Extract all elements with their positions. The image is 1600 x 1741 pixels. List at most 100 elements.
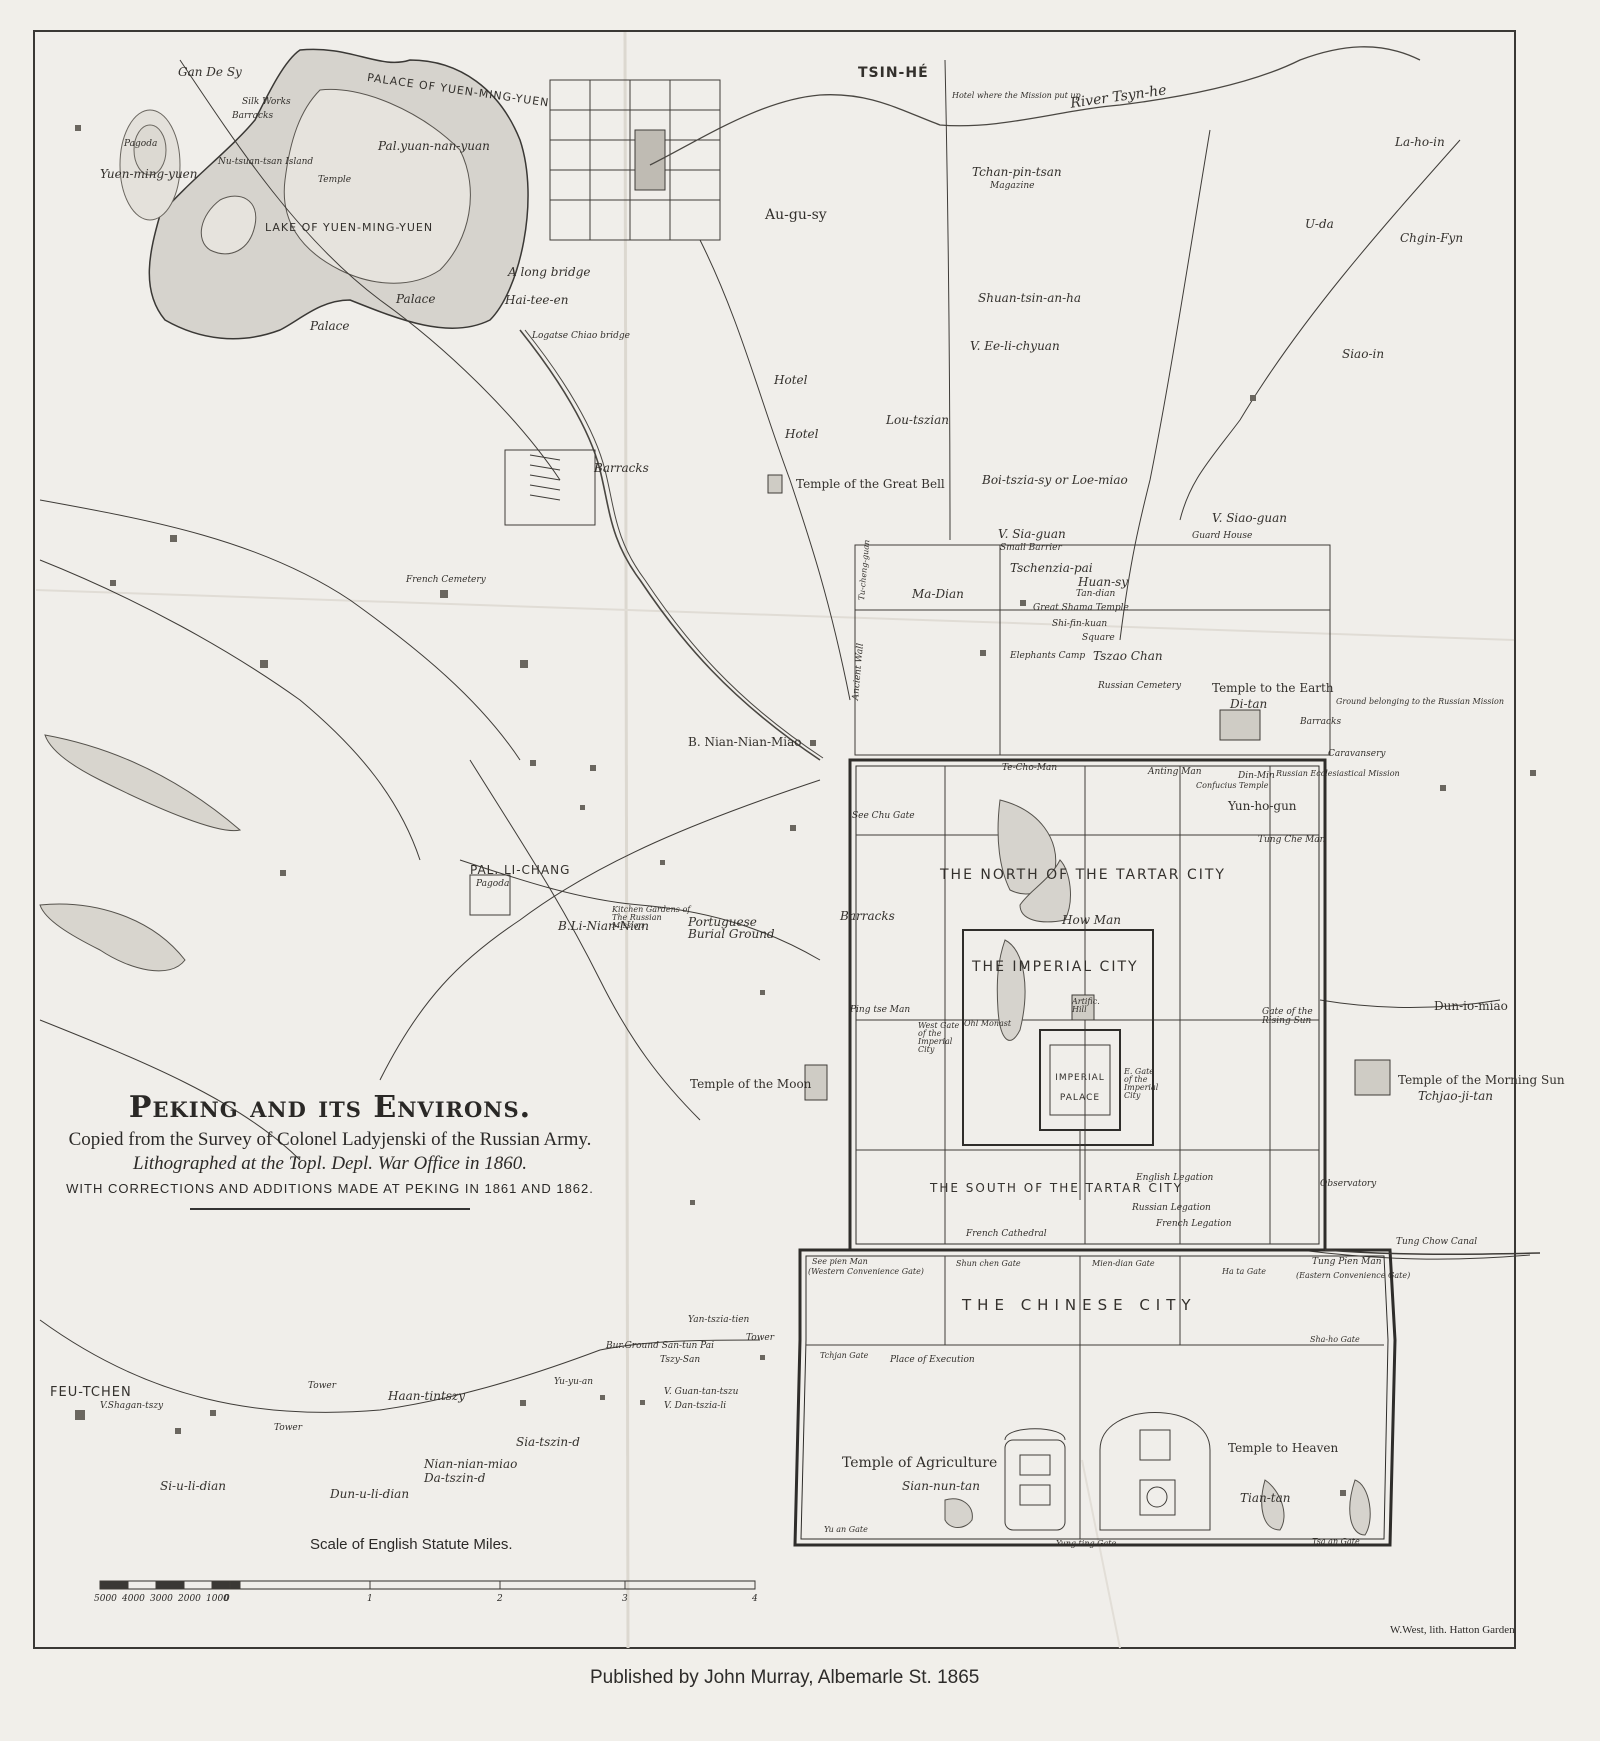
label-square: Square <box>1082 633 1115 643</box>
label-temple-great-bell: Temple of the Great Bell <box>796 477 945 491</box>
label-temple-of-the-moon: Temple of the Moon <box>690 1077 812 1091</box>
label-yu-an-gate: Yu an Gate <box>824 1525 868 1534</box>
label-great-shama-temple: Great Shama Temple <box>1033 603 1129 613</box>
label-portuguese-burial: Portuguese Burial Ground <box>688 915 775 941</box>
label-artificial-hill: Artific. Hill <box>1072 997 1100 1014</box>
label-tszy-san: Tszy-San <box>660 1355 701 1365</box>
label-v-guan-tan-tszu: V. Guan-tan-tszu <box>664 1387 739 1397</box>
label-dun-io-miao: Dun-io-miao <box>1434 999 1508 1013</box>
label-palace-1: Palace <box>396 292 436 306</box>
label-temple-to-the-earth: Temple to the Earth <box>1212 681 1334 695</box>
label-te-che-man: Te-Cho-Man <box>1002 763 1058 773</box>
label-anting-man: Anting Man <box>1148 767 1202 777</box>
label-u-da: U-da <box>1305 217 1334 231</box>
label-w-gate-ohl: Ohl Monast <box>964 1019 1012 1028</box>
label-shi-fin-kuan: Shi-fin-kuan <box>1052 619 1108 629</box>
label-chgin-fyn: Chgin-Fyn <box>1400 231 1464 245</box>
label-tan-dian: Tan-dian <box>1076 589 1116 599</box>
scale-mile-label: 1 <box>367 1594 373 1604</box>
label-barracks-w: Barracks <box>840 909 895 923</box>
scale-mile-label: 2 <box>497 1594 503 1604</box>
label-tower-2: Tower <box>308 1381 337 1391</box>
label-magazine: Magazine <box>990 181 1035 191</box>
label-french-legation: French Legation <box>1156 1219 1232 1229</box>
lithographer-credit: W.West, lith. Hatton Garden <box>1390 1624 1515 1636</box>
label-e-gate-imperial: E. Gate of the Imperial City <box>1124 1067 1159 1100</box>
label-see-chu-gate: See Chu Gate <box>852 811 915 821</box>
label-nu-tsuan-island: Nu-tsuan-tsan Island <box>218 157 314 167</box>
label-tchiao-ji-tan: Tchjao-ji-tan <box>1418 1089 1493 1103</box>
label-temple-to-heaven: Temple to Heaven <box>1228 1441 1339 1455</box>
label-b-li-nian-nian: B.Li-Nian-Nian <box>558 919 649 933</box>
label-huan-sy: Huan-sy <box>1078 575 1129 589</box>
label-place-of-execution: Place of Execution <box>890 1355 975 1365</box>
label-yuen-ming-yuen: Yuen-ming-yuen <box>100 167 198 181</box>
label-a-long-bridge: A long bridge <box>508 265 591 279</box>
label-tower-3: Tower <box>274 1423 303 1433</box>
label-temple-morning-sun: Temple of the Morning Sun <box>1398 1073 1565 1087</box>
label-small-barrier: Small Barrier <box>1000 543 1062 553</box>
label-si-u-li-dian: Si-u-li-dian <box>160 1479 227 1493</box>
label-hai-tee-en: Hai-tee-en <box>505 293 569 307</box>
label-pagoda-li-chang: Pagoda <box>476 879 510 889</box>
label-tung-pien-man: Tung Pien Man <box>1312 1257 1382 1267</box>
label-haan-tintszy: Haan-tintszy <box>388 1389 466 1403</box>
label-feu-tchen: FEU-TCHEN <box>50 1385 132 1400</box>
label-yan-tszia-tien: Yan-tszia-tien <box>688 1315 750 1325</box>
label-yun-ho-gun: Yun-ho-gun <box>1228 799 1297 813</box>
title-divider <box>190 1208 470 1210</box>
label-din-min: Din-Min <box>1238 771 1275 781</box>
label-temple-of-agriculture: Temple of Agriculture <box>842 1455 998 1471</box>
label-tchan-pin-tsan: Tchan-pin-tsan <box>972 165 1062 179</box>
label-ha-ta-gate: Ha ta Gate <box>1222 1267 1266 1276</box>
label-tung-che-man: Tung Che Man <box>1258 835 1326 845</box>
label-ground-russian-mission: Ground belonging to the Russian Mission <box>1336 697 1504 706</box>
label-caravansery: Caravansery <box>1328 749 1386 759</box>
label-tung-chow-canal: Tung Chow Canal <box>1396 1237 1478 1247</box>
label-tszao-chan: Tszao Chan <box>1093 649 1163 663</box>
label-pal-li-chang: PAL. LI-CHANG <box>470 863 571 877</box>
label-lou-tszian: Lou-tszian <box>886 413 949 427</box>
label-imperial-palace: IMPERIAL PALACE <box>1055 1073 1105 1103</box>
scale-mile-label: 3 <box>622 1594 628 1604</box>
label-pagoda-nw: Pagoda <box>124 139 158 149</box>
label-ping-tse-man: Ping tse Man <box>850 1005 911 1015</box>
label-gate-rising-sun: Gate of the Rising Sun <box>1262 1007 1313 1026</box>
scale-tick-label: 1000 <box>206 1594 229 1604</box>
label-lake-of-yuen-ming-yuen: LAKE OF YUEN-MING-YUEN <box>265 221 434 234</box>
label-yung-ting-gate: Yung ting Gate <box>1056 1539 1117 1548</box>
label-eastern-convenience-gate: (Eastern Convenience Gate) <box>1296 1271 1411 1280</box>
label-ma-dian: Ma-Dian <box>912 587 964 601</box>
label-north-tartar-city: THE NORTH OF THE TARTAR CITY <box>940 867 1226 883</box>
label-la-ho-in: La-ho-in <box>1395 135 1445 149</box>
label-dun-u-li-dian: Dun-u-li-dian <box>330 1487 410 1501</box>
title-block: Peking and its Environs. Copied from the… <box>40 1090 620 1210</box>
label-south-tartar-city: THE SOUTH OF THE TARTAR CITY <box>930 1181 1184 1195</box>
publisher-line: Published by John Murray, Albemarle St. … <box>590 1667 980 1688</box>
label-western-convenience-gate: (Western Convenience Gate) <box>808 1267 924 1276</box>
label-v-dan-tszia-li: V. Dan-tszia-li <box>664 1401 727 1411</box>
label-shun-chen-gate: Shun chen Gate <box>956 1259 1021 1268</box>
label-sia-tszin-d: Sia-tszin-d <box>516 1435 580 1449</box>
label-augusy: Au-gu-sy <box>765 207 827 223</box>
scale-tick-label: 0 <box>224 1594 230 1604</box>
label-palace-2: Palace <box>310 319 350 333</box>
scale-tick-label: 4000 <box>122 1594 145 1604</box>
label-barracks-nw: Barracks <box>232 111 274 121</box>
label-v-ee-li-chyuan: V. Ee-li-chyuan <box>970 339 1060 353</box>
label-bur-ground: Bur.Ground San-tun Pai <box>606 1341 715 1351</box>
label-yu-yu-an: Yu-yu-an <box>554 1377 594 1387</box>
label-tsin-he: TSIN-HÉ <box>858 65 929 81</box>
label-russian-cemetery: Russian Cemetery <box>1098 681 1182 691</box>
label-da-tszin-d: Da-tszin-d <box>424 1471 486 1485</box>
label-elephants-camp: Elephants Camp <box>1010 651 1086 661</box>
title-source-line: Copied from the Survey of Colonel Ladyje… <box>68 1129 592 1150</box>
label-see-pien-man: See pien Man <box>812 1257 868 1266</box>
scale-tick-label: 2000 <box>178 1594 201 1604</box>
label-mien-dian-gate: Mien-dian Gate <box>1092 1259 1155 1268</box>
label-gan-de-sy: Gan De Sy <box>178 65 242 79</box>
label-imperial-city: THE IMPERIAL CITY <box>972 959 1139 975</box>
label-observatory: Observatory <box>1320 1179 1377 1189</box>
